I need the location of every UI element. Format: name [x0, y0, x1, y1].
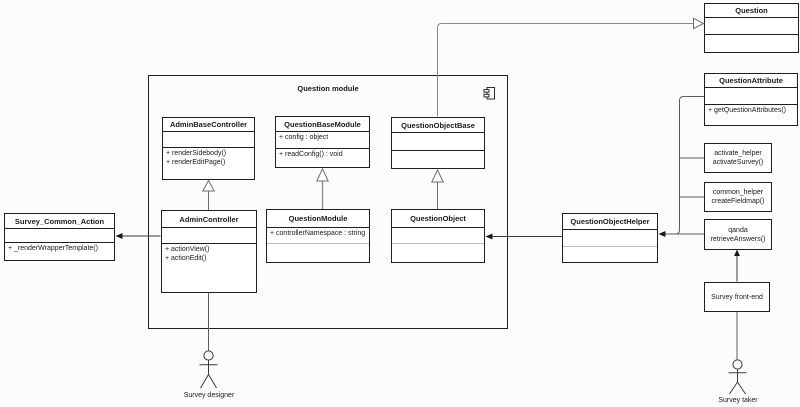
class-attributes: + controllerNamespace : string: [267, 228, 369, 244]
class-title: Survey_Common_Action: [5, 214, 114, 229]
class-admincontroller: AdminController + actionView() + actionE…: [161, 210, 257, 293]
method: + renderSidebody(): [166, 150, 227, 157]
class-questionmodule: QuestionModule + controllerNamespace : s…: [266, 209, 370, 263]
class-title: Question: [705, 4, 798, 18]
note-line: qanda: [728, 226, 748, 234]
class-methods: + actionView() + actionEdit(): [162, 244, 256, 292]
class-adminbasecontroller: AdminBaseController + renderSidebody() +…: [162, 117, 255, 180]
class-title: QuestionObjectBase: [392, 118, 484, 133]
class-methods: + getQuestionAttributes(): [705, 105, 797, 125]
note-line: Survey front-end: [711, 293, 763, 301]
class-methods: [267, 244, 369, 262]
class-attributes: [5, 229, 114, 243]
actor-label-survey-designer: Survey designer: [183, 392, 235, 399]
method: + actionEdit(): [165, 254, 207, 262]
method: + readConfig() : void: [279, 151, 343, 158]
question-module-frame: [148, 75, 508, 329]
method: + renderEditPage(): [166, 158, 226, 166]
class-title: QuestionBaseModule: [276, 117, 369, 132]
class-questionobjecthelper: QuestionObjectHelper: [562, 213, 658, 263]
class-attributes: [392, 133, 484, 151]
class-title: QuestionObjectHelper: [563, 214, 657, 230]
attribute: + controllerNamespace : string: [270, 230, 366, 237]
class-questionbasemodule: QuestionBaseModule + config : object + r…: [275, 116, 370, 168]
class-methods: [392, 151, 484, 168]
question-module-title: Question module: [297, 84, 359, 93]
class-attributes: [163, 132, 254, 148]
frontend-qanda-arrow: [734, 249, 740, 282]
note-line: activate_helper: [714, 150, 762, 157]
attribute: + config : object: [279, 134, 329, 141]
note-activate-helper: activate_helper activateSurvey(): [704, 143, 772, 173]
note-line: activateSurvey(): [712, 159, 764, 166]
note-line: createFieldmap(): [711, 198, 765, 205]
note-common-helper: common_helper createFieldmap(): [704, 182, 772, 212]
class-attributes: [392, 228, 484, 244]
class-methods: + renderSidebody() + renderEditPage(): [163, 148, 254, 179]
class-methods: + _renderWrapperTemplate(): [5, 243, 114, 260]
actor-label-survey-taker: Survey taker: [718, 397, 758, 404]
class-questionobjectbase: QuestionObjectBase: [391, 117, 485, 169]
class-title: AdminBaseController: [163, 118, 254, 132]
class-title: QuestionAttribute: [705, 74, 797, 88]
class-question: Question: [704, 3, 799, 53]
helper-bundle-arrow: [658, 96, 704, 237]
note-line: retrieveAnswers(): [710, 235, 766, 243]
note-line: common_helper: [712, 189, 764, 196]
class-survey-common-action: Survey_Common_Action + _renderWrapperTem…: [4, 213, 115, 261]
class-attributes: [705, 18, 798, 35]
actor-survey-designer-icon: [199, 350, 218, 389]
method: + getQuestionAttributes(): [708, 107, 787, 114]
note-survey-frontend: Survey front-end: [704, 282, 770, 312]
class-attributes: [563, 230, 657, 247]
method: + _renderWrapperTemplate(): [8, 245, 98, 252]
class-questionobject: QuestionObject: [391, 209, 485, 263]
class-attributes: + config : object: [276, 132, 369, 149]
class-attributes: [162, 228, 256, 244]
note-qanda: qanda retrieveAnswers(): [704, 219, 772, 250]
class-methods: + readConfig() : void: [276, 149, 369, 167]
class-methods: [705, 35, 798, 52]
class-attributes: [705, 88, 797, 105]
class-title: AdminController: [162, 211, 256, 228]
actor-survey-taker-icon: [728, 359, 747, 395]
class-questionattribute: QuestionAttribute + getQuestionAttribute…: [704, 73, 798, 126]
class-title: QuestionModule: [267, 210, 369, 228]
class-methods: [392, 244, 484, 262]
class-methods: [563, 247, 657, 262]
method: + actionView(): [165, 246, 210, 253]
class-title: QuestionObject: [392, 210, 484, 228]
